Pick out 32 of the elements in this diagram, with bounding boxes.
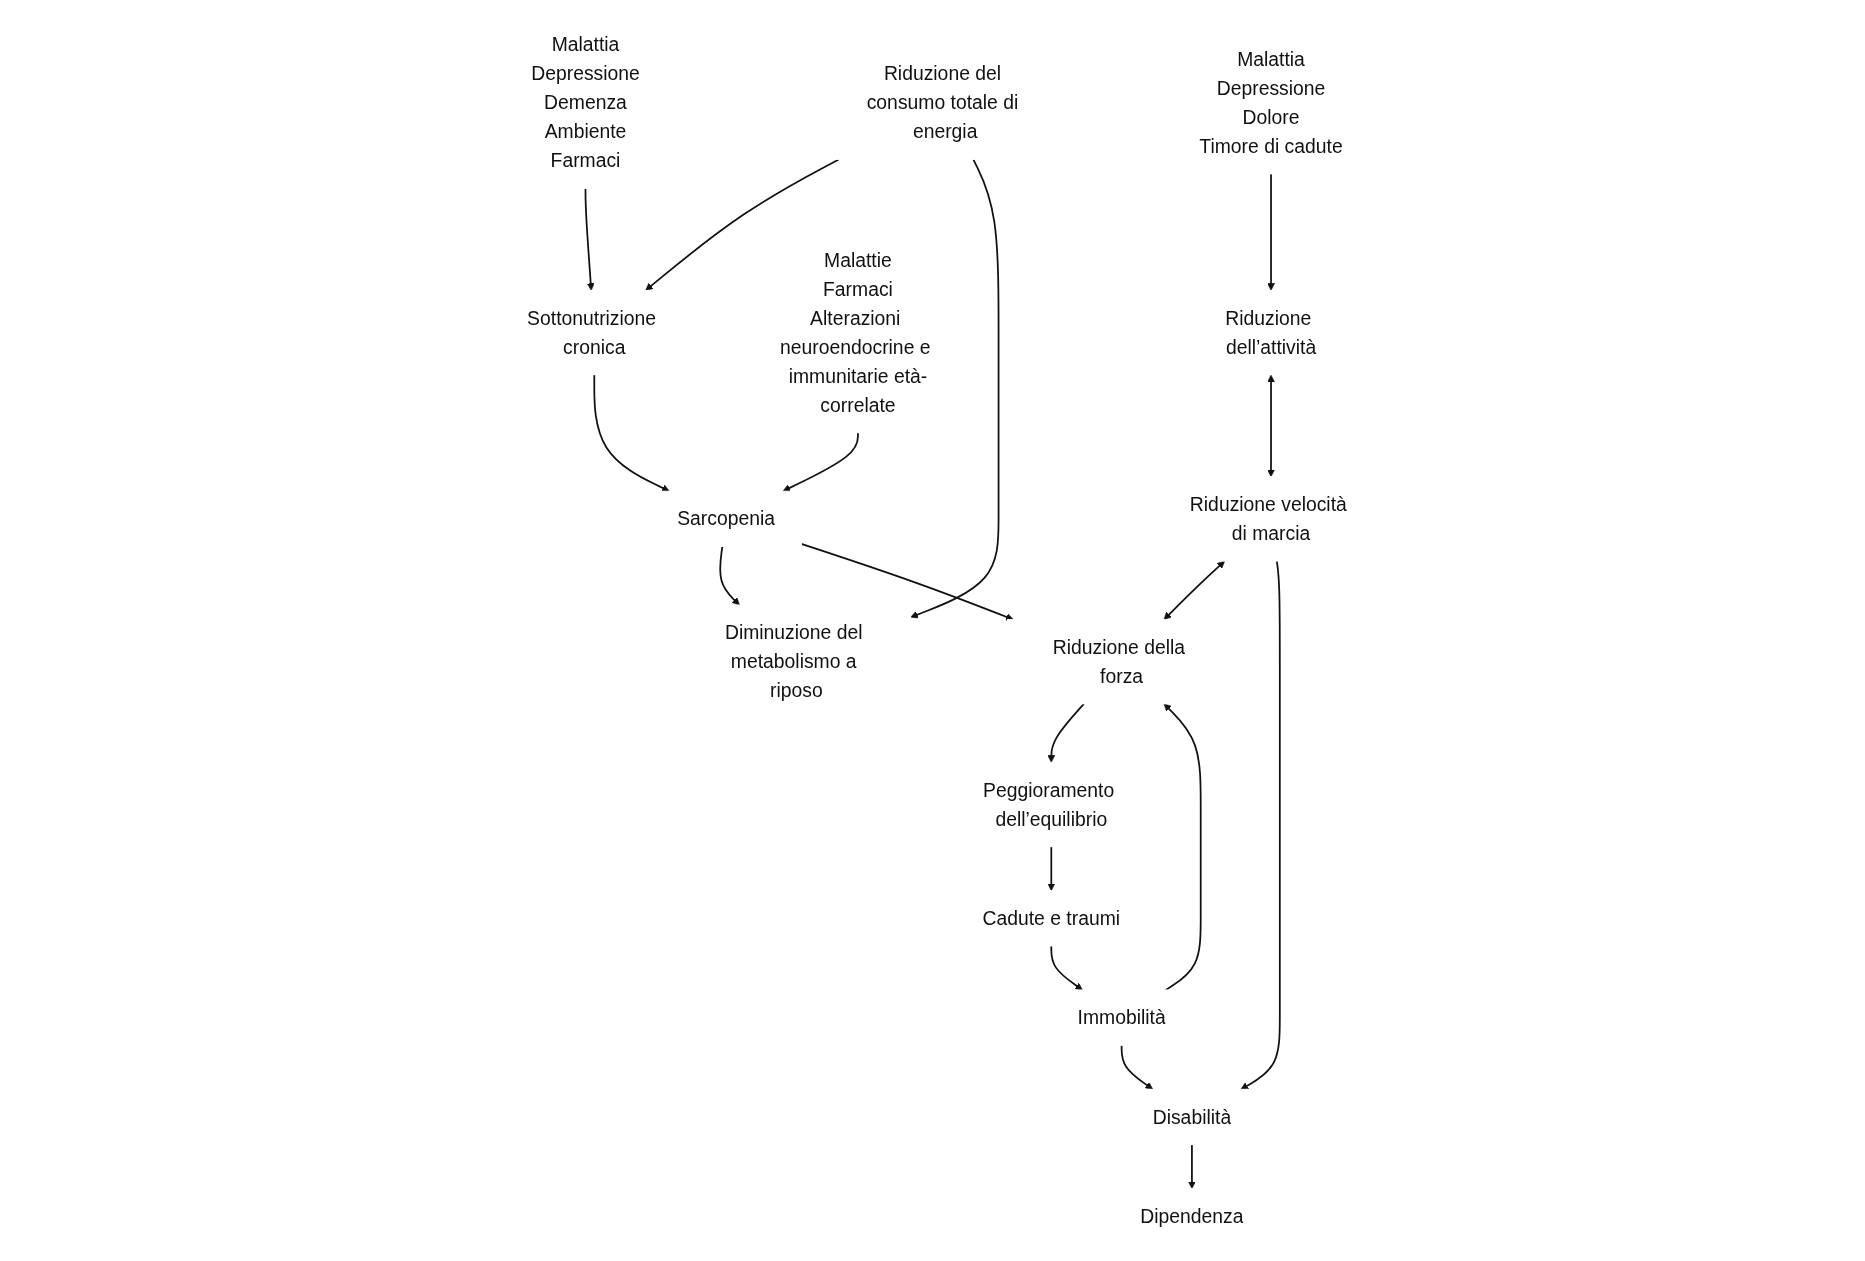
node-text: Immobilità (1077, 1006, 1166, 1029)
arrow (1120, 1044, 1153, 1090)
arrow (584, 187, 595, 291)
arrow (910, 158, 1000, 619)
arrow (1163, 560, 1225, 620)
node-text: Dipendenza (1140, 1205, 1244, 1228)
node-text: Riduzione velocità di marcia (1189, 493, 1347, 545)
arrow (1267, 374, 1275, 478)
node-text: Sarcopenia (677, 507, 775, 530)
arrow (1240, 560, 1281, 1090)
node-text: Riduzione della forza (1052, 636, 1185, 688)
node-text: Malattie Farmaci Alterazioni neuroendocrine e immunitarie età-correlate (779, 249, 931, 417)
arrow (593, 373, 670, 492)
arrow (645, 158, 840, 291)
node-text: Sottonutrizione cronica (526, 307, 656, 359)
arrow (782, 431, 859, 492)
node-text: Riduzione del consumo totale di energia (866, 62, 1019, 143)
node-text: Malattia Depressione Demenza Ambiente Farmaci (531, 33, 640, 172)
arrow (800, 543, 1014, 621)
arrow (1267, 173, 1275, 291)
arrow (1187, 1143, 1196, 1189)
node-text: Peggioramento dell’equilibrio (982, 779, 1115, 830)
node-text: Disabilità (1152, 1105, 1231, 1128)
node-text: Riduzione dell’attività (1225, 307, 1316, 359)
arrow (1047, 845, 1055, 891)
arrow (719, 545, 740, 606)
node-text: Malattia Depressione Dolore Timore di cadute (1199, 48, 1343, 158)
arrow (1163, 703, 1202, 991)
arrow (1050, 945, 1083, 991)
node-text: Diminuzione del metabolismo a riposo (724, 621, 863, 702)
arrow (1047, 703, 1085, 763)
node-text: Cadute e traumi (982, 907, 1120, 930)
